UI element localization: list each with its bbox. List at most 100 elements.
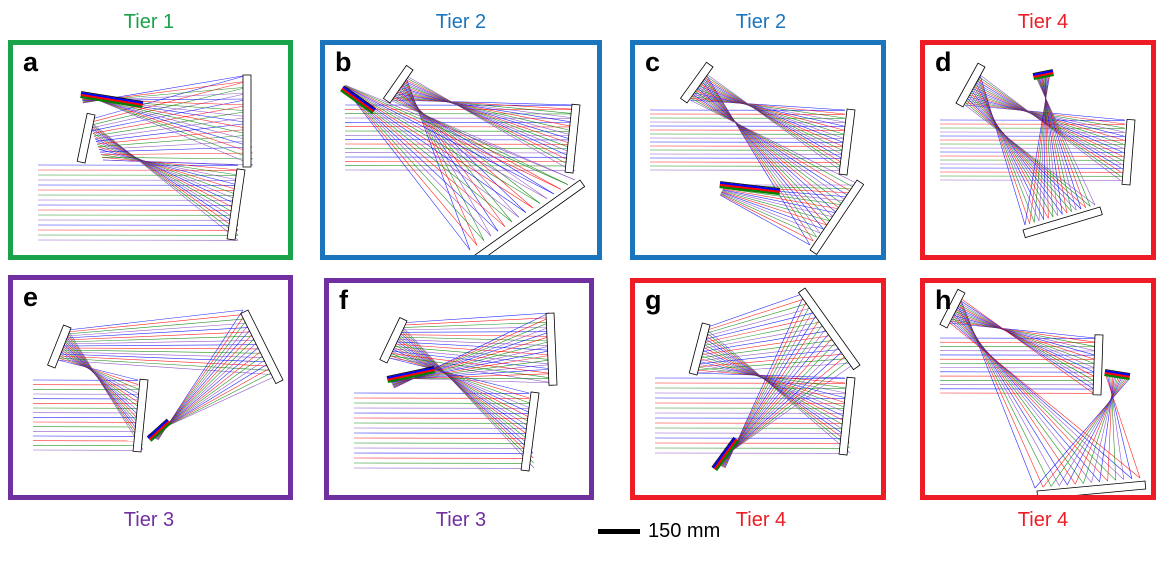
panel-letter: f bbox=[339, 285, 348, 315]
ray bbox=[696, 87, 843, 139]
ray-trace-diagram bbox=[353, 312, 558, 472]
ray bbox=[694, 90, 844, 206]
grating-band bbox=[386, 366, 435, 380]
ray bbox=[398, 317, 550, 326]
ray bbox=[403, 76, 571, 166]
panel-letter: e bbox=[23, 282, 39, 312]
grating-edge bbox=[720, 181, 781, 189]
grating-edge bbox=[343, 85, 377, 110]
mirror bbox=[520, 391, 540, 472]
panel-letter: b bbox=[335, 47, 352, 77]
ray bbox=[398, 312, 550, 324]
mirror bbox=[679, 61, 714, 104]
ray bbox=[965, 102, 1091, 207]
ray bbox=[95, 122, 251, 142]
ray bbox=[87, 74, 249, 121]
grating-band bbox=[1104, 373, 1130, 381]
ray bbox=[976, 80, 1122, 169]
grating-edge bbox=[1032, 69, 1053, 74]
ray bbox=[59, 353, 272, 363]
ray bbox=[394, 91, 574, 127]
ray bbox=[390, 98, 569, 185]
panel-letter: h bbox=[935, 285, 952, 315]
ray bbox=[64, 331, 255, 341]
ray bbox=[949, 322, 1096, 339]
mirror bbox=[1036, 480, 1147, 495]
ray bbox=[62, 345, 141, 413]
grating-band bbox=[719, 185, 780, 196]
ray bbox=[950, 320, 1133, 479]
grating-band bbox=[1104, 371, 1130, 379]
ray bbox=[1075, 375, 1121, 485]
mirror bbox=[47, 324, 72, 369]
tier-label-c: Tier 2 bbox=[735, 11, 787, 33]
ray bbox=[697, 360, 847, 399]
ray bbox=[58, 357, 139, 385]
grating-band bbox=[340, 89, 374, 115]
panel-g: g bbox=[630, 278, 886, 500]
ray bbox=[721, 190, 831, 222]
ray bbox=[389, 99, 576, 181]
ray bbox=[702, 339, 849, 434]
grating-band bbox=[80, 95, 143, 109]
mirror bbox=[226, 168, 246, 241]
ray bbox=[689, 99, 861, 186]
ray bbox=[698, 83, 831, 222]
grating-edge bbox=[711, 436, 735, 468]
ray bbox=[348, 92, 499, 232]
ray bbox=[703, 74, 814, 242]
tier-label-e: Tier 3 bbox=[123, 509, 175, 531]
ray bbox=[100, 152, 253, 155]
ray bbox=[65, 337, 142, 432]
panel-c: c bbox=[630, 40, 886, 260]
ray bbox=[393, 93, 574, 123]
mirror bbox=[564, 103, 581, 174]
ray bbox=[1107, 374, 1113, 482]
ray bbox=[971, 90, 1063, 215]
ray bbox=[978, 76, 1030, 224]
ray bbox=[972, 88, 1058, 216]
ray bbox=[394, 91, 541, 204]
ray bbox=[976, 80, 1040, 222]
ray bbox=[702, 76, 817, 238]
ray bbox=[59, 355, 139, 390]
ray bbox=[67, 309, 244, 331]
ray bbox=[699, 330, 832, 353]
ray bbox=[719, 330, 832, 466]
ray-trace-diagram bbox=[649, 61, 865, 255]
ray bbox=[953, 313, 1095, 360]
ray bbox=[701, 316, 822, 344]
ray bbox=[1083, 375, 1119, 484]
ray bbox=[101, 157, 253, 160]
ray bbox=[720, 193, 817, 238]
ray bbox=[89, 125, 239, 231]
ray bbox=[59, 355, 274, 367]
ray bbox=[975, 82, 1122, 165]
ray bbox=[703, 302, 812, 335]
ray bbox=[695, 369, 846, 384]
ray bbox=[719, 194, 811, 246]
ray bbox=[93, 110, 251, 137]
grating-band bbox=[1104, 369, 1131, 377]
ray bbox=[94, 138, 239, 206]
grating-band bbox=[712, 437, 736, 469]
mirror bbox=[1121, 118, 1136, 186]
ray bbox=[1067, 376, 1123, 486]
ray bbox=[61, 349, 267, 354]
mirror bbox=[688, 322, 711, 376]
grating-band bbox=[719, 181, 781, 192]
ray bbox=[81, 94, 253, 148]
ray bbox=[716, 348, 846, 465]
ray bbox=[721, 192, 824, 230]
grating-band bbox=[713, 438, 738, 470]
ray bbox=[66, 318, 248, 335]
ray bbox=[81, 93, 253, 160]
ray bbox=[391, 96, 562, 190]
grating-edge bbox=[386, 366, 434, 377]
ray bbox=[956, 305, 1094, 377]
ray bbox=[398, 322, 535, 469]
ray bbox=[392, 346, 553, 360]
ray bbox=[96, 128, 252, 145]
ray bbox=[395, 89, 574, 132]
ray bbox=[974, 84, 1122, 161]
